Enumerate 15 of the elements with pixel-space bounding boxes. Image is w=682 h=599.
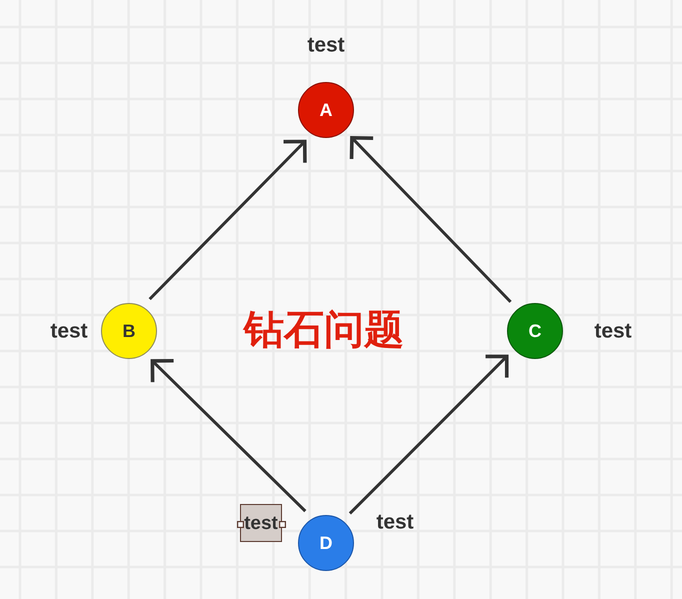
- arrow: [348, 354, 509, 515]
- node-letter: C: [528, 322, 542, 340]
- arrow: [150, 358, 306, 512]
- node-caption: test: [307, 33, 345, 57]
- node-letter: B: [122, 322, 136, 340]
- diagram-title: 钻石问题: [244, 307, 404, 353]
- node-caption: test: [376, 510, 414, 534]
- node-letter: D: [320, 534, 332, 552]
- arrow: [350, 136, 512, 303]
- node-letter: A: [320, 101, 332, 119]
- arrow: [148, 140, 307, 300]
- text-box: [240, 504, 282, 542]
- node-caption: test: [50, 319, 88, 343]
- text-label: test: [244, 514, 278, 532]
- node-caption: test: [594, 319, 632, 343]
